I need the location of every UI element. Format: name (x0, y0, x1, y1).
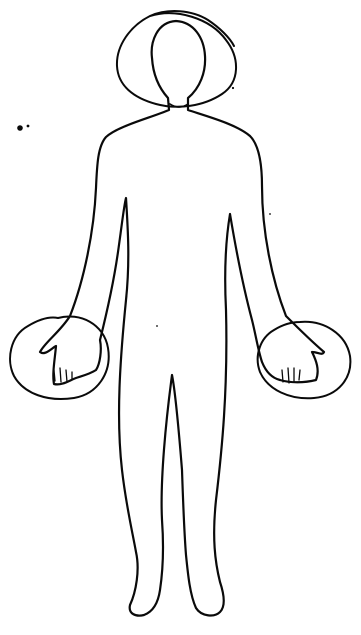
head-circle (117, 11, 236, 107)
ink-dot (17, 125, 23, 131)
ink-dot (232, 87, 234, 89)
ink-dot (269, 213, 271, 215)
ink-dot (27, 125, 30, 128)
ink-dot (156, 325, 158, 327)
